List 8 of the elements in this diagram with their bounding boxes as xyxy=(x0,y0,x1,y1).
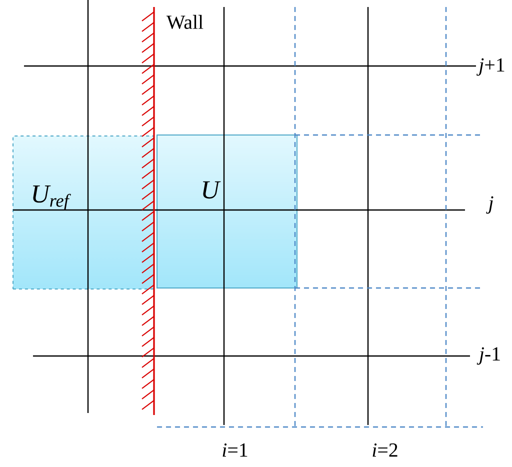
column-label: i=1 xyxy=(222,443,248,457)
row-label: j-1 xyxy=(476,347,500,365)
column-label: i=2 xyxy=(372,443,398,457)
row-label: j xyxy=(486,196,494,214)
row-label: j+1 xyxy=(476,58,504,76)
grid-cell: U$_{ref}$ xyxy=(12,136,154,290)
wall-label: Wall xyxy=(166,14,204,30)
grid-cell: U xyxy=(156,134,298,288)
